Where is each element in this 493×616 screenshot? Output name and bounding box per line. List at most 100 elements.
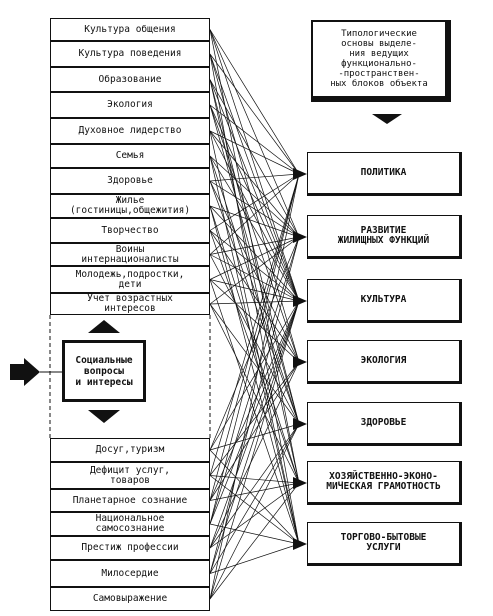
connection-line: [209, 104, 300, 175]
left-item-box: Творчество: [50, 218, 210, 243]
left-item-label: Молодежь,подростки, дети: [75, 268, 185, 290]
entry-arrow-shaft: [10, 364, 24, 380]
left-item-box: Милосердие: [50, 560, 210, 587]
connection-line: [209, 29, 300, 175]
connection-line: [209, 482, 300, 501]
connection-line: [209, 53, 300, 175]
left-item-label: Милосердие: [101, 567, 159, 579]
connection-lines: [209, 29, 307, 600]
left-item-label: Культура общения: [84, 23, 176, 35]
connection-line: [209, 300, 300, 549]
category-arrow-icon: [293, 418, 307, 430]
category-label: ПОЛИТИКА: [360, 167, 407, 178]
connection-line: [209, 79, 300, 238]
up-arrow-icon: [88, 320, 120, 333]
connection-line: [209, 236, 300, 525]
category-label: КУЛЬТУРА: [360, 294, 407, 305]
category-arrow-icon: [293, 477, 307, 489]
connection-line: [209, 423, 300, 600]
left-item-label: Национальное самосознание: [95, 513, 165, 534]
left-item-label: Воины интернационалисты: [81, 243, 179, 265]
connection-line: [209, 104, 300, 302]
connection-line: [209, 300, 300, 574]
left-item-box: Культура поведения: [50, 41, 210, 67]
typology-header-text: Типологические основы выделе- ния ведущи…: [330, 29, 428, 89]
header-down-arrow-icon: [372, 114, 402, 124]
category-box: ХОЗЯЙСТВЕННО-ЭКОНО- МИЧЕСКАЯ ГРАМОТНОСТЬ: [307, 461, 462, 505]
left-item-box: Культура общения: [50, 18, 210, 41]
category-arrow-icon: [293, 295, 307, 307]
left-item-box: Планетарное сознание: [50, 489, 210, 512]
entry-arrow-icon: [24, 358, 40, 386]
category-label: РАЗВИТИЕ ЖИЛИЩНЫХ ФУНКЦИЙ: [337, 225, 430, 246]
category-label: ЭКОЛОГИЯ: [360, 355, 407, 366]
left-item-box: Самовыражение: [50, 587, 210, 611]
connection-line: [209, 173, 300, 231]
connection-line: [209, 104, 300, 363]
connection-line: [209, 236, 300, 280]
left-item-box: Досуг,туризм: [50, 438, 210, 462]
category-box: ПОЛИТИКА: [307, 152, 462, 196]
left-item-box: Духовное лидерство: [50, 118, 210, 144]
left-item-label: Дефицит услуг, товаров: [89, 464, 171, 486]
category-box: ЗДОРОВЬЕ: [307, 402, 462, 446]
category-box: КУЛЬТУРА: [307, 279, 462, 323]
category-label: ХОЗЯЙСТВЕННО-ЭКОНО- МИЧЕСКАЯ ГРАМОТНОСТЬ: [326, 471, 441, 492]
left-item-label: Духовное лидерство: [78, 125, 182, 136]
category-arrow-icon: [293, 231, 307, 243]
typology-header-box: Типологические основы выделе- ния ведущи…: [311, 20, 451, 102]
diagram-shapes: [10, 114, 402, 438]
connection-line: [209, 543, 300, 574]
connection-line: [209, 236, 300, 305]
left-item-label: Творчество: [101, 224, 159, 236]
connection-line: [209, 236, 300, 451]
category-box: РАЗВИТИЕ ЖИЛИЩНЫХ ФУНКЦИЙ: [307, 215, 462, 259]
connection-line: [209, 361, 300, 549]
left-item-box: Здоровье: [50, 168, 210, 194]
left-item-box: Национальное самосознание: [50, 512, 210, 536]
left-item-label: Самовыражение: [92, 593, 168, 604]
left-item-box: Семья: [50, 144, 210, 168]
connection-line: [209, 173, 300, 600]
category-label: ТОРГОВО-БЫТОВЫЕ УСЛУГИ: [340, 532, 427, 553]
category-arrow-icon: [293, 538, 307, 550]
left-item-box: Экология: [50, 92, 210, 118]
connection-line: [209, 236, 300, 255]
category-label: ЗДОРОВЬЕ: [360, 417, 407, 428]
left-item-label: Здоровье: [107, 175, 153, 186]
connection-line: [209, 173, 300, 182]
down-arrow-icon: [88, 410, 120, 423]
connection-line: [209, 361, 300, 501]
connection-line: [209, 173, 300, 525]
left-item-label: Престиж профессии: [81, 542, 179, 553]
connection-line: [209, 29, 300, 302]
category-box: ТОРГОВО-БЫТОВЫЕ УСЛУГИ: [307, 522, 462, 566]
left-item-label: Досуг,туризм: [95, 444, 165, 455]
connection-line: [209, 482, 300, 600]
connection-line: [209, 173, 300, 501]
connection-line: [209, 29, 300, 238]
category-arrow-icon: [293, 168, 307, 180]
left-item-box: Дефицит услуг, товаров: [50, 462, 210, 489]
connection-line: [209, 482, 300, 549]
left-item-label: Образование: [98, 73, 162, 85]
left-item-box: Образование: [50, 67, 210, 92]
connection-line: [209, 236, 300, 574]
category-arrow-icon: [293, 356, 307, 368]
connection-line: [209, 279, 300, 302]
left-item-label: Семья: [115, 150, 145, 161]
left-item-box: Жилье (гостиницы,общежития): [50, 194, 210, 218]
connection-line: [209, 300, 300, 600]
connection-line: [209, 300, 300, 501]
left-item-box: Молодежь,подростки, дети: [50, 266, 210, 293]
social-issues-label: Социальные вопросы и интересы: [75, 354, 133, 388]
left-item-label: Учет возрастных интересов: [87, 293, 173, 314]
connection-line: [209, 300, 300, 305]
connection-line: [209, 79, 300, 484]
left-item-label: Планетарное сознание: [72, 494, 188, 506]
connection-line: [209, 230, 300, 363]
connection-line: [209, 130, 300, 175]
connection-line: [209, 300, 300, 525]
left-item-box: Престиж профессии: [50, 536, 210, 560]
